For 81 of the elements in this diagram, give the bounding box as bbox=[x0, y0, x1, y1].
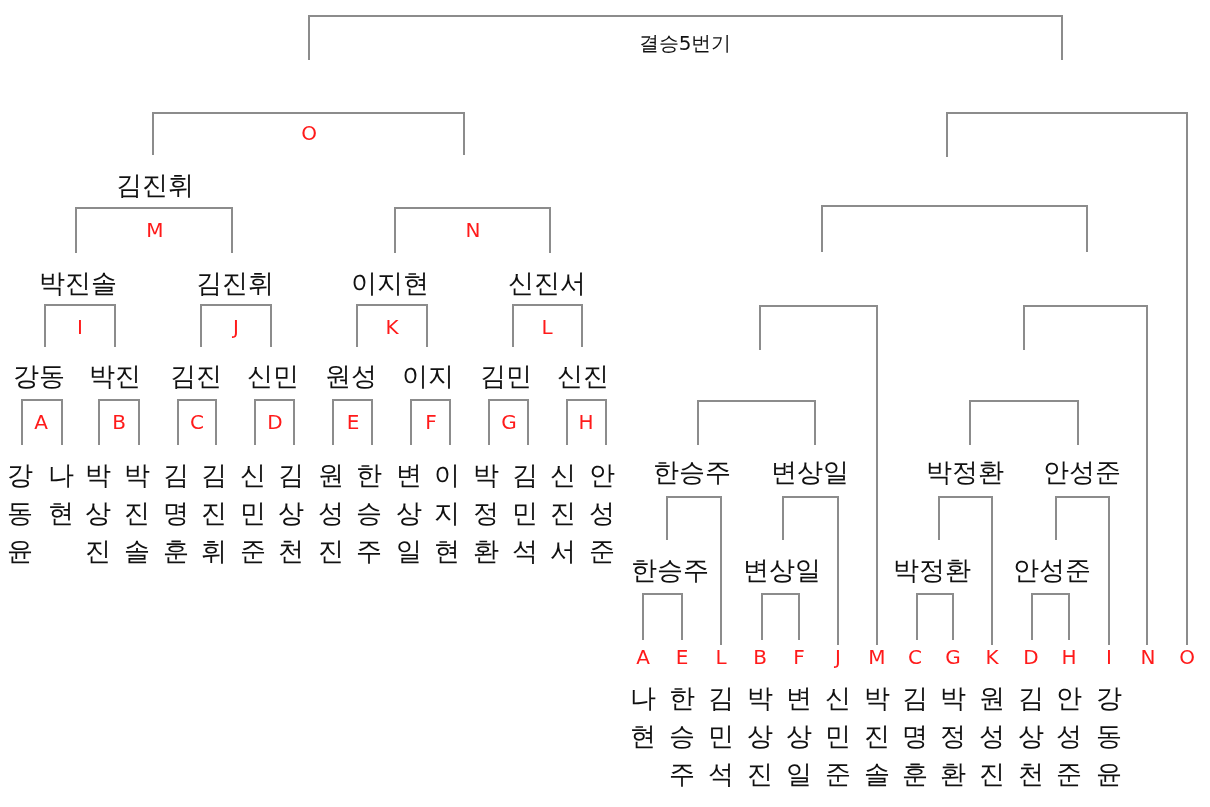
match-letter: M bbox=[146, 220, 164, 240]
match-letter: I bbox=[1106, 647, 1112, 667]
player-name: 강동 bbox=[13, 363, 65, 389]
player-name: 안성준 bbox=[1013, 557, 1091, 583]
match-letter: J bbox=[835, 647, 841, 667]
player-name: 김진 bbox=[170, 363, 222, 389]
player-name: 한승주 bbox=[653, 459, 731, 485]
player-name: 강동윤 bbox=[6, 459, 34, 568]
player-name: 박상진 bbox=[746, 682, 774, 791]
match-letter: F bbox=[793, 647, 805, 667]
player-name: 박진솔 bbox=[863, 682, 891, 791]
player-name: 변상일 bbox=[395, 459, 423, 568]
player-name: 원성진 bbox=[317, 459, 345, 568]
match-letter: N bbox=[465, 220, 481, 240]
match-letter: F bbox=[425, 412, 437, 432]
player-name: 이지 bbox=[402, 363, 454, 389]
match-letter: I bbox=[77, 317, 83, 337]
player-name: 김명훈 bbox=[901, 682, 929, 791]
player-name: 신진서 bbox=[508, 270, 586, 296]
player-name: 신민준 bbox=[824, 682, 852, 791]
match-letter: E bbox=[675, 647, 689, 667]
match-letter: L bbox=[541, 317, 553, 337]
match-letter: M bbox=[868, 647, 886, 667]
player-name: 신진 bbox=[557, 363, 609, 389]
match-letter: N bbox=[1140, 647, 1156, 667]
player-name: 원성 bbox=[325, 363, 377, 389]
player-name: 김상천 bbox=[277, 459, 305, 568]
match-letter: C bbox=[190, 412, 204, 432]
match-letter: K bbox=[985, 647, 999, 667]
player-name: 안성준 bbox=[1043, 459, 1121, 485]
match-letter: C bbox=[908, 647, 922, 667]
player-name: 박정환 bbox=[472, 459, 500, 568]
player-name: 박진 bbox=[89, 363, 141, 389]
match-letter: E bbox=[346, 412, 360, 432]
match-letter: J bbox=[233, 317, 239, 337]
player-name: 원성진 bbox=[978, 682, 1006, 791]
match-letter: O bbox=[1179, 647, 1195, 667]
match-letter: L bbox=[715, 647, 727, 667]
player-name: 박정환 bbox=[926, 459, 1004, 485]
player-name: 변상일 bbox=[771, 459, 849, 485]
player-name: 변상일 bbox=[743, 557, 821, 583]
player-name: 이지현 bbox=[433, 459, 461, 568]
player-name: 김명훈 bbox=[162, 459, 190, 568]
player-name: 신민 bbox=[247, 363, 299, 389]
player-name: 김민 bbox=[480, 363, 532, 389]
match-letter: D bbox=[1023, 647, 1039, 667]
player-name: 김상천 bbox=[1017, 682, 1045, 791]
match-letter: G bbox=[501, 412, 517, 432]
match-letter: D bbox=[267, 412, 283, 432]
match-letter: K bbox=[385, 317, 399, 337]
match-letter: A bbox=[34, 412, 48, 432]
match-letter: G bbox=[945, 647, 961, 667]
player-name: 강동윤 bbox=[1095, 682, 1123, 791]
player-name: 변상일 bbox=[785, 682, 813, 791]
player-name: 김진휘 bbox=[116, 172, 194, 198]
player-name: 나현 bbox=[47, 459, 75, 530]
player-name: 한승주 bbox=[355, 459, 383, 568]
player-name: 김진휘 bbox=[200, 459, 228, 568]
player-name: 박상진 bbox=[84, 459, 112, 568]
player-name: 안성준 bbox=[1055, 682, 1083, 791]
player-name: 나현 bbox=[629, 682, 657, 753]
match-letter: O bbox=[301, 123, 317, 143]
player-name: 신진서 bbox=[549, 459, 577, 568]
player-name: 김민석 bbox=[511, 459, 539, 568]
player-name: 김진휘 bbox=[196, 270, 274, 296]
player-name: 신민준 bbox=[239, 459, 267, 568]
player-name: 한승주 bbox=[668, 682, 696, 791]
final-title: 결승5번기 bbox=[638, 33, 732, 53]
player-name: 박진솔 bbox=[39, 270, 117, 296]
player-name: 이지현 bbox=[351, 270, 429, 296]
match-letter: H bbox=[1061, 647, 1077, 667]
match-letter: A bbox=[636, 647, 650, 667]
player-name: 박정환 bbox=[893, 557, 971, 583]
player-name: 김민석 bbox=[707, 682, 735, 791]
player-name: 박진솔 bbox=[123, 459, 151, 568]
match-letter: H bbox=[578, 412, 594, 432]
player-name: 한승주 bbox=[631, 557, 709, 583]
match-letter: B bbox=[753, 647, 767, 667]
match-letter: B bbox=[112, 412, 126, 432]
player-name: 안성준 bbox=[588, 459, 616, 568]
player-name: 박정환 bbox=[939, 682, 967, 791]
